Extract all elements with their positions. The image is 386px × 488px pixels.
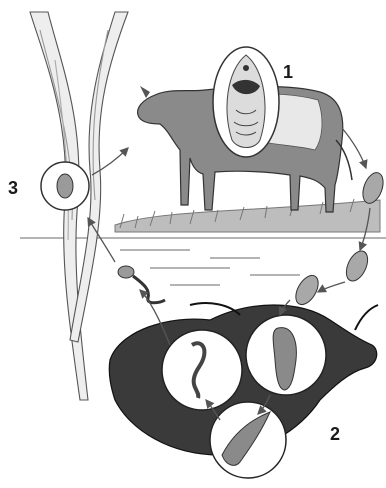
liver-fluke-icon [213,47,279,157]
grass [115,199,380,232]
cercaria-icon [118,266,165,303]
redia-inset [246,315,326,395]
cercaria-inset [210,402,286,478]
metacercaria-inset [41,162,89,210]
egg-icon [291,170,386,308]
stage-label-3: 3 [8,178,18,199]
stage-label-2: 2 [330,424,340,445]
sporocyst-inset [162,330,242,410]
metacercaria-icon [57,174,73,198]
stage-label-1: 1 [283,62,293,83]
